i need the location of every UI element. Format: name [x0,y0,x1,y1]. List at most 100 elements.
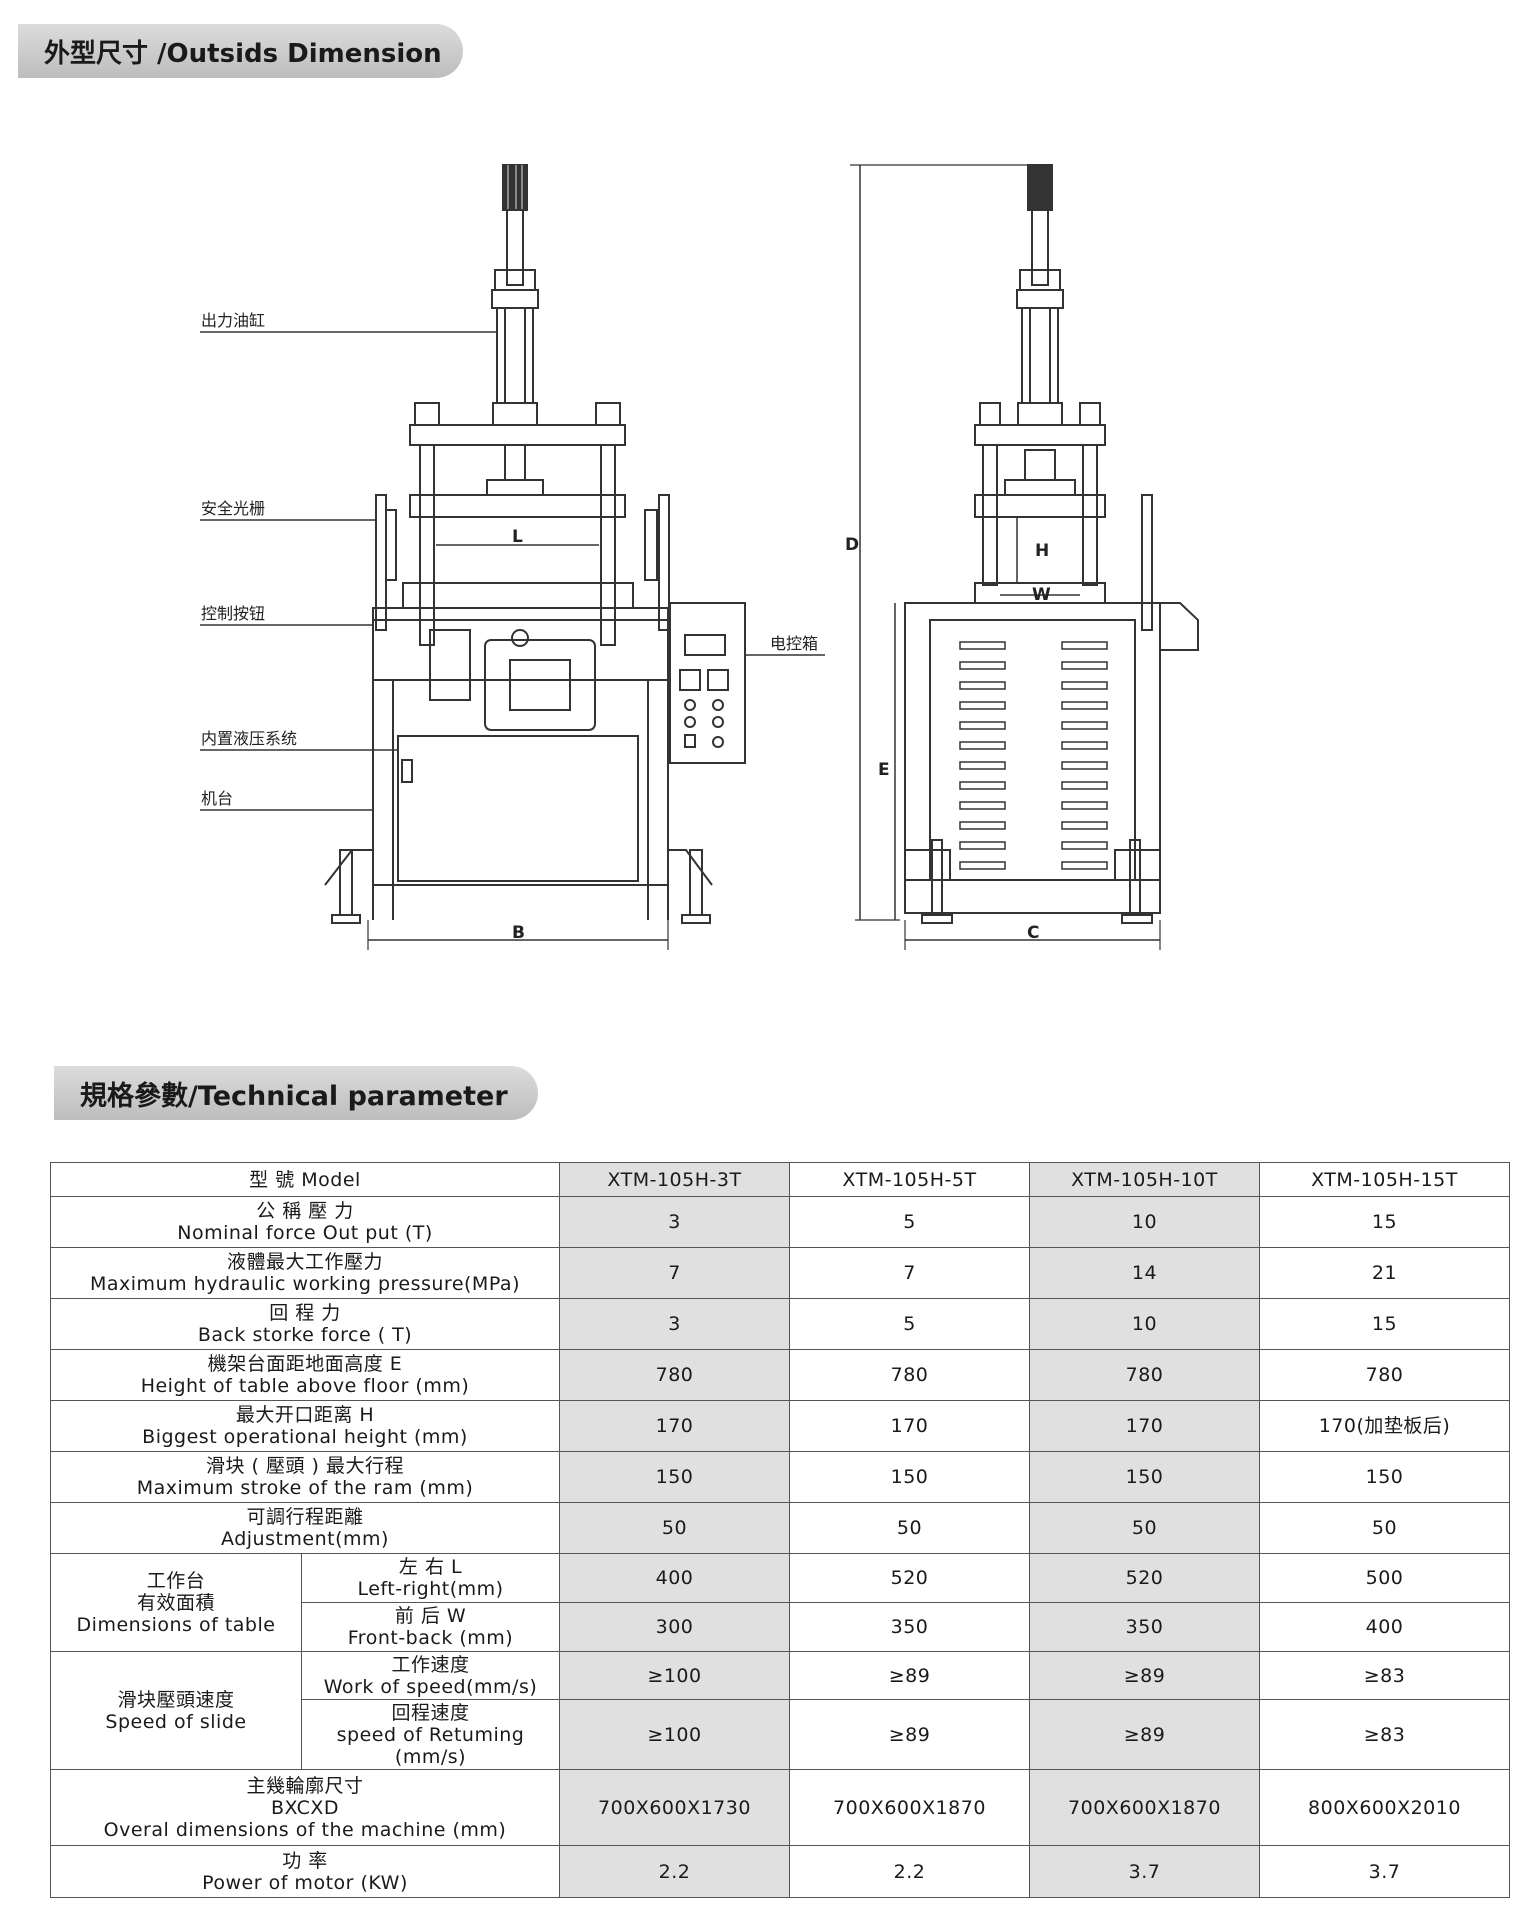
callout-machine-base: 机台 [201,789,233,808]
cell-value: 50 [559,1502,790,1554]
cell-value: 170(加垫板后) [1259,1400,1510,1452]
cell-value: 50 [789,1502,1030,1554]
dim-label-w: W [1032,585,1051,605]
cell-value: 2.2 [789,1845,1030,1898]
model-name: XTM-105H-15T [1259,1162,1510,1197]
cell-value: 7 [559,1247,790,1299]
cell-value: 700X600X1870 [1029,1769,1260,1846]
cell-value: 3.7 [1029,1845,1260,1898]
cell-value: ≥83 [1259,1699,1510,1770]
cell-value: 170 [559,1400,790,1452]
cell-value: ≥89 [1029,1699,1260,1770]
cell-value: 15 [1259,1298,1510,1350]
cell-value: 50 [1259,1502,1510,1554]
cell-value: 2.2 [559,1845,790,1898]
cell-value: 3 [559,1298,790,1350]
outside-dimension-title: 外型尺寸 /Outsids Dimension [44,38,442,69]
cell-value: 780 [559,1349,790,1401]
cell-value: ≥89 [789,1699,1030,1770]
table-header-row: 型 號 Model XTM-105H-3T XTM-105H-5T XTM-10… [50,1162,1510,1197]
model-label: 型 號 Model [50,1162,560,1197]
dim-label-c: C [1027,923,1039,943]
cell-value: 400 [559,1553,790,1603]
cell-value: 10 [1029,1196,1260,1248]
cell-value: 3.7 [1259,1845,1510,1898]
cell-value: 520 [1029,1553,1260,1603]
dim-label-e: E [878,760,890,780]
dim-label-d: D [845,535,859,555]
cell-value: 500 [1259,1553,1510,1603]
technical-parameter-title: 規格參數/Technical parameter [80,1080,508,1112]
cell-value: 15 [1259,1196,1510,1248]
cell-value: 3 [559,1196,790,1248]
cell-value: 520 [789,1553,1030,1603]
cell-value: 800X600X2010 [1259,1769,1510,1846]
cell-value: 14 [1029,1247,1260,1299]
cell-value: ≥83 [1259,1651,1510,1700]
model-name: XTM-105H-5T [789,1162,1030,1197]
model-name: XTM-105H-10T [1029,1162,1260,1197]
cell-value: 7 [789,1247,1030,1299]
cell-value: 300 [559,1602,790,1652]
cell-value: 170 [1029,1400,1260,1452]
cell-value: 150 [559,1451,790,1503]
cell-value: 700X600X1730 [559,1769,790,1846]
dim-label-b: B [512,923,525,943]
model-name: XTM-105H-3T [559,1162,790,1197]
cell-value: 150 [1259,1451,1510,1503]
callout-electric-box: 电控箱 [770,634,818,653]
cell-value: 21 [1259,1247,1510,1299]
cell-value: ≥100 [559,1651,790,1700]
cell-value: 150 [789,1451,1030,1503]
cell-value: ≥100 [559,1699,790,1770]
technical-parameter-table: 型 號 Model XTM-105H-3T XTM-105H-5T XTM-10… [50,1162,1510,1898]
cell-value: ≥89 [789,1651,1030,1700]
machine-outline-drawing: 出力油缸 安全光栅 控制按钮 内置液压系统 机台 电控箱 L B H W C D… [200,164,1199,950]
dim-label-h: H [1035,541,1049,561]
callout-cylinder: 出力油缸 [201,311,265,330]
cell-value: 780 [789,1349,1030,1401]
cell-value: 50 [1029,1502,1260,1554]
cell-value: 5 [789,1298,1030,1350]
cell-value: 780 [1259,1349,1510,1401]
cell-value: 10 [1029,1298,1260,1350]
cell-value: 700X600X1870 [789,1769,1030,1846]
callout-hydraulic-system: 内置液压系统 [201,729,297,748]
outside-dimension-header: 外型尺寸 /Outsids Dimension [18,24,463,78]
callout-light-curtain: 安全光栅 [201,499,265,518]
cell-value: 350 [1029,1602,1260,1652]
cell-value: 400 [1259,1602,1510,1652]
dim-label-l: L [512,527,523,547]
technical-parameter-header: 規格參數/Technical parameter [54,1066,538,1120]
cell-value: ≥89 [1029,1651,1260,1700]
cell-value: 150 [1029,1451,1260,1503]
cell-value: 5 [789,1196,1030,1248]
